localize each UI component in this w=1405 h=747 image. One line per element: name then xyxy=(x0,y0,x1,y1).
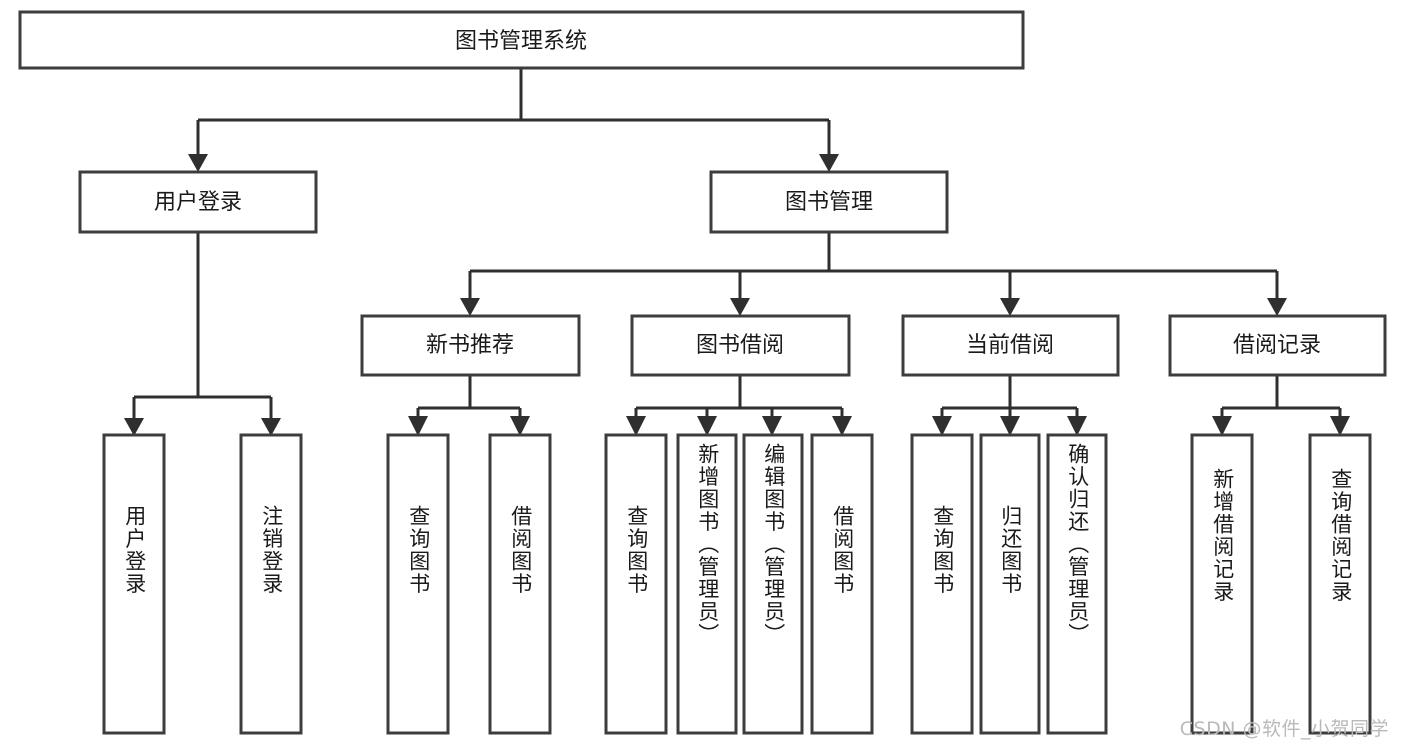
arrow-bb-leaf-4 xyxy=(832,416,852,436)
leaf-boxes-user-login xyxy=(102,433,303,735)
leaf-box-return-book[interactable] xyxy=(979,433,1041,735)
arrow-bm-to-current-borrow xyxy=(1000,298,1020,316)
arrow-bm-to-book-borrow xyxy=(730,298,750,316)
arrow-user-login-leaf-2 xyxy=(261,418,281,436)
arrow-cb-leaf-3 xyxy=(1067,416,1087,436)
node-borrow-record-label: 借阅记录 xyxy=(1233,333,1321,358)
node-book-manage-label: 图书管理 xyxy=(785,190,873,215)
arrow-nbr-leaf-2 xyxy=(510,416,530,436)
arrow-root-to-user-login xyxy=(188,154,208,172)
connector-group-root xyxy=(188,68,839,172)
node-book-borrow-box[interactable] xyxy=(630,314,851,377)
arrow-bb-leaf-3 xyxy=(762,416,782,436)
leaf-box-edit-book[interactable] xyxy=(742,433,804,735)
connector-group-user-login xyxy=(124,232,281,436)
leaf-box-query-book-2[interactable] xyxy=(604,433,668,735)
node-current-borrow-box[interactable] xyxy=(901,314,1120,377)
leaf-box-query-record[interactable] xyxy=(1308,433,1372,735)
node-book-manage-box[interactable] xyxy=(709,170,949,234)
connector-group-current-borrow xyxy=(932,375,1087,436)
leaf-boxes-new-book-rec xyxy=(386,433,552,735)
leaf-boxes-borrow-record xyxy=(1190,433,1372,735)
arrow-user-login-leaf-1 xyxy=(124,418,144,436)
connector-group-new-book-rec xyxy=(408,375,530,436)
node-borrow-record-box[interactable] xyxy=(1168,314,1387,377)
node-user-login-box[interactable] xyxy=(78,170,318,234)
leaf-boxes-book-borrow xyxy=(604,433,874,735)
leaf-box-borrow-book-2[interactable] xyxy=(810,433,874,735)
connector-group-book-borrow xyxy=(626,375,852,436)
node-current-borrow[interactable]: 当前借阅 xyxy=(901,314,1120,377)
node-book-borrow-label: 图书借阅 xyxy=(696,333,784,358)
node-book-manage[interactable]: 图书管理 xyxy=(709,170,949,234)
leaf-box-query-book-1[interactable] xyxy=(386,433,450,735)
leaf-box-add-record[interactable] xyxy=(1190,433,1254,735)
arrow-bm-to-new-book-rec xyxy=(460,298,480,316)
leaf-box-logout[interactable] xyxy=(239,433,303,735)
arrow-cb-leaf-2 xyxy=(1000,416,1020,436)
node-book-borrow[interactable]: 图书借阅 xyxy=(630,314,851,377)
node-new-book-rec-box[interactable] xyxy=(360,314,581,377)
node-new-book-rec[interactable]: 新书推荐 xyxy=(360,314,581,377)
arrow-cb-leaf-1 xyxy=(932,416,952,436)
leaf-box-borrow-book-1[interactable] xyxy=(488,433,552,735)
leaf-box-add-book[interactable] xyxy=(676,433,738,735)
leaf-box-query-book-3[interactable] xyxy=(910,433,974,735)
node-borrow-record[interactable]: 借阅记录 xyxy=(1168,314,1387,377)
node-root-label: 图书管理系统 xyxy=(455,29,587,54)
node-new-book-rec-label: 新书推荐 xyxy=(426,333,514,358)
arrow-root-to-book-manage xyxy=(819,154,839,172)
node-user-login[interactable]: 用户登录 xyxy=(78,170,318,234)
arrow-bb-leaf-2 xyxy=(697,416,717,436)
leaf-boxes-current-borrow xyxy=(910,433,1108,735)
connector-group-book-manage xyxy=(460,232,1287,316)
csdn-watermark: CSDN @软件_小贺同学 xyxy=(1179,718,1389,740)
node-root-box[interactable] xyxy=(18,10,1025,70)
node-user-login-label: 用户登录 xyxy=(154,190,242,215)
connector-group-borrow-record xyxy=(1212,375,1350,436)
leaf-box-confirm-return[interactable] xyxy=(1046,433,1108,735)
arrow-br-leaf-1 xyxy=(1212,416,1232,436)
arrow-bm-to-borrow-record xyxy=(1267,298,1287,316)
node-root[interactable]: 图书管理系统 xyxy=(18,10,1025,70)
arrow-bb-leaf-1 xyxy=(626,416,646,436)
arrow-br-leaf-2 xyxy=(1330,416,1350,436)
leaf-box-user-login[interactable] xyxy=(102,433,166,735)
node-current-borrow-label: 当前借阅 xyxy=(966,333,1054,358)
arrow-nbr-leaf-1 xyxy=(408,416,428,436)
